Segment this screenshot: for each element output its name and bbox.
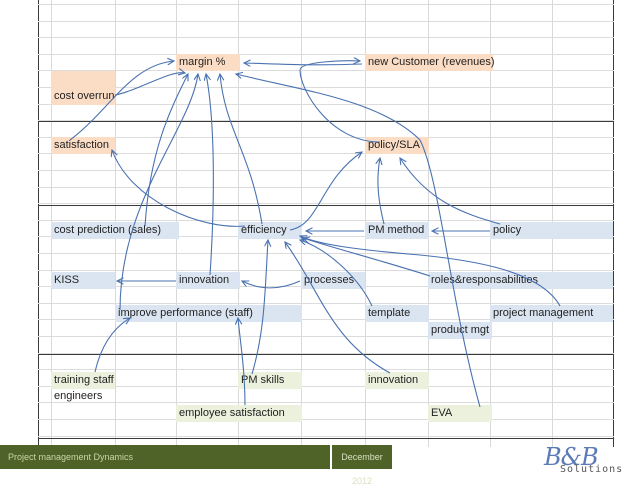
node-margin: margin % xyxy=(176,54,240,71)
node-innovation-mid: innovation xyxy=(176,272,240,289)
grid-row-line xyxy=(38,353,614,354)
grid-row-line xyxy=(38,220,614,221)
arrow-roles-to-efficiency xyxy=(303,238,431,277)
section-separator xyxy=(38,121,614,122)
node-processes: processes xyxy=(301,272,365,289)
footer-date: December 2012 xyxy=(330,445,392,486)
section-separator xyxy=(38,438,614,439)
node-improve-performance: improve performance (staff) xyxy=(115,305,302,322)
node-innovation-low: innovation xyxy=(365,372,429,389)
grid-row-line xyxy=(38,203,614,204)
grid-row-line xyxy=(38,419,614,420)
logo-mark: B&B xyxy=(544,443,599,471)
arrow-policy-sla-to-new-customer xyxy=(299,61,381,143)
arrow-cost-overrun-to-margin xyxy=(114,73,185,96)
grid-row-line xyxy=(38,87,614,88)
grid-row-line xyxy=(38,70,614,71)
grid-row-line xyxy=(38,4,614,5)
arrow-policy-to-policy-sla xyxy=(400,158,501,225)
node-engineers: engineers xyxy=(54,390,103,402)
node-employee-satisfaction: employee satisfaction xyxy=(176,405,302,422)
company-logo: B&B Solutions xyxy=(538,443,634,479)
node-pm-method: PM method xyxy=(365,222,429,239)
grid-row-line xyxy=(38,187,614,188)
node-policy-sla: policy/SLA xyxy=(365,137,429,154)
arrow-eva-to-margin xyxy=(236,74,481,408)
grid-row-line xyxy=(38,153,614,154)
footer-title: Project management Dynamics xyxy=(0,445,330,469)
slide-footer: Project management Dynamics December 201… xyxy=(0,445,638,486)
grid-row-line xyxy=(38,336,614,337)
node-cost-overrun: cost overrun xyxy=(51,71,115,105)
node-project-management: project management xyxy=(490,305,613,322)
sheet-right-border xyxy=(613,0,614,447)
grid-row-line xyxy=(38,319,614,320)
arrow-improve-to-margin xyxy=(119,74,198,311)
arrow-employee-satisfaction-to-improve xyxy=(238,318,246,406)
arrow-cost-prediction-to-margin xyxy=(144,74,188,227)
arrow-efficiency-to-policy-sla xyxy=(289,152,362,231)
node-new-customer: new Customer (revenues) xyxy=(365,54,495,71)
grid-row-line xyxy=(38,303,614,304)
arrow-training-to-improve xyxy=(94,318,130,373)
node-cost-prediction: cost prediction (sales) xyxy=(51,222,179,239)
section-separator xyxy=(38,205,614,206)
grid-row-line xyxy=(38,137,614,138)
arrow-template-to-efficiency xyxy=(300,240,373,307)
node-training-staff: training staff xyxy=(51,372,115,389)
section-separator xyxy=(38,354,614,355)
arrow-satisfaction-to-margin xyxy=(69,61,174,141)
node-template: template xyxy=(365,305,429,322)
sheet-left-border xyxy=(38,0,39,447)
grid-row-line xyxy=(38,170,614,171)
arrow-efficiency-to-margin xyxy=(220,74,263,225)
grid-row-line xyxy=(38,402,614,403)
grid-row-line xyxy=(38,436,614,437)
node-efficiency: efficiency xyxy=(238,222,302,239)
arrow-innovation-to-margin xyxy=(206,74,214,276)
grid-row-line xyxy=(38,21,614,22)
arrow-project-mgmt-to-efficiency xyxy=(300,236,561,307)
node-roles: roles&responsabilities xyxy=(428,272,613,289)
grid-row-line xyxy=(38,369,614,370)
causal-arrows xyxy=(69,0,561,408)
grid-row-line xyxy=(38,54,614,55)
node-product-mgt: product mgt xyxy=(428,322,492,339)
grid-row-line xyxy=(38,236,614,237)
grid-row-line xyxy=(38,120,614,121)
grid-row-line xyxy=(38,37,614,38)
node-eva: EVA xyxy=(428,405,492,422)
grid-row-line xyxy=(38,270,614,271)
arrow-new-customer-to-margin xyxy=(244,63,363,65)
node-pm-skills: PM skills xyxy=(238,372,302,389)
arrow-processes-to-innovation xyxy=(242,281,301,289)
logo-subtitle: Solutions xyxy=(560,464,624,475)
arrow-efficiency-to-satisfaction xyxy=(112,150,246,227)
arrow-innovation-low-to-efficiency xyxy=(285,242,391,374)
node-satisfaction: satisfaction xyxy=(51,137,115,154)
arrow-pm-skills-to-efficiency xyxy=(251,240,268,375)
grid-row-line xyxy=(38,386,614,387)
node-policy: policy xyxy=(490,222,613,239)
arrow-pm-method-to-policy-sla xyxy=(378,158,385,225)
node-kiss: KISS xyxy=(51,272,115,289)
grid-row-line xyxy=(38,104,614,105)
